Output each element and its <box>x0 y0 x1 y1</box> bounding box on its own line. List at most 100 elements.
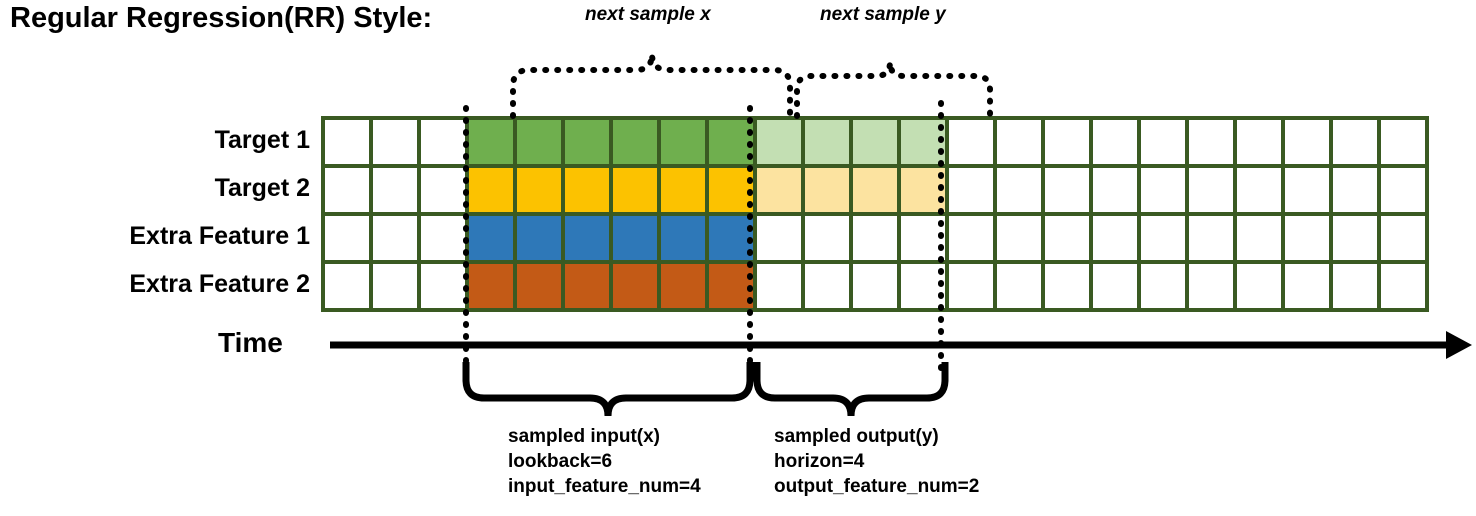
grid-cell-r3-c16 <box>1045 216 1089 260</box>
grid-cell-r4-c21 <box>1285 264 1329 308</box>
grid-cell-r3-c13 <box>901 216 945 260</box>
grid-cell-r2-c6 <box>565 168 609 212</box>
grid-cell-r1-c22 <box>1333 120 1377 164</box>
grid-cell-r2-c18 <box>1141 168 1185 212</box>
grid-cell-r2-c21 <box>1285 168 1329 212</box>
grid-cell-r1-c9 <box>709 120 753 164</box>
grid-cell-r4-c15 <box>997 264 1041 308</box>
grid-cell-r4-c17 <box>1093 264 1137 308</box>
grid-cell-r4-c6 <box>565 264 609 308</box>
grid-cell-r1-c10 <box>757 120 801 164</box>
grid-cell-r2-c7 <box>613 168 657 212</box>
grid-cell-r1-c3 <box>421 120 465 164</box>
grid-cell-r2-c23 <box>1381 168 1425 212</box>
grid-cell-r2-c3 <box>421 168 465 212</box>
brace-next-sample-y <box>794 61 993 119</box>
grid-cell-r2-c14 <box>949 168 993 212</box>
grid-cell-r4-c7 <box>613 264 657 308</box>
grid-cell-r3-c15 <box>997 216 1041 260</box>
grid-cell-r1-c6 <box>565 120 609 164</box>
grid-cell-r3-c21 <box>1285 216 1329 260</box>
grid-cell-r1-c5 <box>517 120 561 164</box>
grid-cell-r2-c22 <box>1333 168 1377 212</box>
grid-cell-r2-c1 <box>325 168 369 212</box>
grid-cell-r2-c15 <box>997 168 1041 212</box>
grid-cell-r4-c9 <box>709 264 753 308</box>
grid-cell-r4-c3 <box>421 264 465 308</box>
grid-cell-r4-c18 <box>1141 264 1185 308</box>
grid-cell-r3-c20 <box>1237 216 1281 260</box>
caption-sampled-output: sampled output(y) horizon=4 output_featu… <box>774 424 979 499</box>
grid-cell-r2-c2 <box>373 168 417 212</box>
grid-cell-r2-c12 <box>853 168 897 212</box>
grid-cell-r2-c16 <box>1045 168 1089 212</box>
time-axis-arrowhead <box>1446 331 1472 359</box>
grid-cell-r1-c23 <box>1381 120 1425 164</box>
grid-cell-r2-c5 <box>517 168 561 212</box>
grid-cell-r3-c2 <box>373 216 417 260</box>
grid-cell-r1-c13 <box>901 120 945 164</box>
grid-cell-r2-c9 <box>709 168 753 212</box>
grid-cell-r2-c10 <box>757 168 801 212</box>
grid-cell-r2-c17 <box>1093 168 1137 212</box>
grid-cell-r3-c8 <box>661 216 705 260</box>
timeline-grid <box>321 116 1429 312</box>
caption-sampled-input: sampled input(x) lookback=6 input_featur… <box>508 424 701 499</box>
grid-cell-r4-c5 <box>517 264 561 308</box>
grid-cell-r2-c13 <box>901 168 945 212</box>
grid-cell-r1-c1 <box>325 120 369 164</box>
grid-cell-r4-c13 <box>901 264 945 308</box>
row-label-1: Target 1 <box>214 126 310 154</box>
grid-cell-r3-c17 <box>1093 216 1137 260</box>
grid-cell-r3-c11 <box>805 216 849 260</box>
grid-cell-r4-c23 <box>1381 264 1425 308</box>
grid-cell-r4-c12 <box>853 264 897 308</box>
grid-cell-r3-c6 <box>565 216 609 260</box>
grid-cell-r1-c19 <box>1189 120 1233 164</box>
grid-cell-r1-c8 <box>661 120 705 164</box>
grid-cell-r1-c4 <box>469 120 513 164</box>
grid-cell-r4-c22 <box>1333 264 1377 308</box>
grid-cell-r1-c16 <box>1045 120 1089 164</box>
grid-cell-r1-c17 <box>1093 120 1137 164</box>
caption-input-line2: lookback=6 <box>508 451 613 472</box>
grid-cell-r1-c14 <box>949 120 993 164</box>
page-title: Regular Regression(RR) Style: <box>10 2 433 34</box>
grid-cell-r2-c20 <box>1237 168 1281 212</box>
grid-cell-r1-c7 <box>613 120 657 164</box>
grid-cell-r3-c1 <box>325 216 369 260</box>
grid-cell-r4-c14 <box>949 264 993 308</box>
caption-output-line1: sampled output(y) <box>774 426 939 447</box>
annotation-next-sample-x: next sample x <box>585 4 711 25</box>
grid-cell-r3-c18 <box>1141 216 1185 260</box>
grid-cell-r4-c19 <box>1189 264 1233 308</box>
grid-cell-r1-c18 <box>1141 120 1185 164</box>
grid-cell-r4-c16 <box>1045 264 1089 308</box>
grid-cell-r3-c9 <box>709 216 753 260</box>
grid-cell-r3-c3 <box>421 216 465 260</box>
grid-cell-r4-c1 <box>325 264 369 308</box>
caption-output-line2: horizon=4 <box>774 451 865 472</box>
annotation-next-sample-y: next sample y <box>820 4 946 25</box>
grid-cell-r1-c15 <box>997 120 1041 164</box>
grid-cell-r4-c11 <box>805 264 849 308</box>
grid-cell-r4-c4 <box>469 264 513 308</box>
grid-cell-r3-c22 <box>1333 216 1377 260</box>
grid-cell-r3-c12 <box>853 216 897 260</box>
grid-cell-r2-c11 <box>805 168 849 212</box>
caption-input-line1: sampled input(x) <box>508 426 661 447</box>
grid-cell-r3-c10 <box>757 216 801 260</box>
grid-cell-r1-c20 <box>1237 120 1281 164</box>
grid-cell-r1-c21 <box>1285 120 1329 164</box>
caption-output-line3: output_feature_num=2 <box>774 476 980 497</box>
grid-cell-r3-c14 <box>949 216 993 260</box>
grid-cell-r1-c11 <box>805 120 849 164</box>
row-label-3: Extra Feature 1 <box>129 222 310 250</box>
grid-cell-r3-c7 <box>613 216 657 260</box>
grid-cell-r4-c8 <box>661 264 705 308</box>
grid-cell-r2-c4 <box>469 168 513 212</box>
grid-cell-r4-c20 <box>1237 264 1281 308</box>
grid-cell-r1-c2 <box>373 120 417 164</box>
grid-cell-r4-c2 <box>373 264 417 308</box>
grid-cell-r3-c5 <box>517 216 561 260</box>
